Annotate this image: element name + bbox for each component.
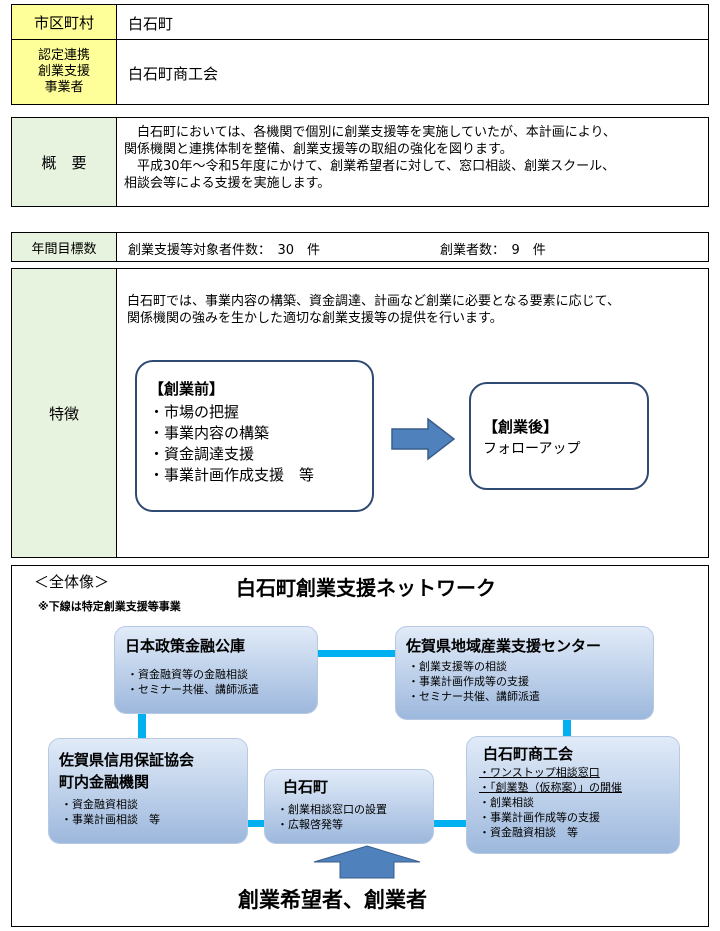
- before-founding-item: ・市場の把握: [149, 403, 240, 421]
- node-jfc-item: ・資金融資等の金融相談: [127, 668, 248, 681]
- overview-line: 白石町においては、各機関で個別に創業支援等を実施していたが、本計画により、: [124, 125, 616, 140]
- node-credit-item: ・事業計画相談 等: [61, 813, 160, 826]
- right-arrow-icon: [391, 417, 456, 461]
- node-chamber-item: ・事業計画作成等の支援: [479, 811, 600, 824]
- features-table: 特徴 白石町では、事業内容の構築、資金調達、計画など創業に必要となる要素に応じて…: [11, 268, 709, 558]
- node-chamber: 白石町商工会 ・ワンストップ相談窓口 ・「創業塾（仮称案）」の開催 ・創業相談 …: [466, 736, 680, 854]
- node-chamber-item-school: ・「創業塾（仮称案）」の開催: [479, 781, 622, 794]
- connector-jfc-center: [314, 650, 398, 657]
- partner-value: 白石町商工会: [128, 65, 219, 83]
- overview-line: 関係機関と連携体制を整備、創業支援等の取組の強化を図ります。: [124, 142, 513, 157]
- node-saga-center-item: ・事業計画作成等の支援: [408, 675, 529, 688]
- node-chamber-title: 白石町商工会: [483, 745, 574, 763]
- before-founding-box: 【創業前】 ・市場の把握 ・事業内容の構築 ・資金調達支援 ・事業計画作成支援 …: [135, 360, 374, 512]
- node-chamber-item: ・創業相談: [479, 796, 534, 809]
- after-founding-title: 【創業後】: [483, 418, 559, 436]
- targets-table: 年間目標数 創業支援等対象者件数： 30 件 創業者数： 9 件: [11, 232, 709, 262]
- overview-table: 概 要 白石町においては、各機関で個別に創業支援等を実施していたが、本計画により…: [11, 117, 709, 207]
- before-founding-item: ・資金調達支援: [149, 445, 255, 463]
- node-saga-center-title: 佐賀県地域産業支援センター: [406, 637, 602, 655]
- connector-credit-town: [247, 820, 265, 827]
- node-credit-item: ・資金融資相談: [61, 798, 138, 811]
- after-founding-item: フォローアップ: [483, 441, 581, 457]
- network-footer: 創業希望者、創業者: [238, 888, 427, 912]
- node-jfc-title: 日本政策金融公庫: [125, 637, 246, 655]
- node-jfc: 日本政策金融公庫 ・資金融資等の金融相談 ・セミナー共催、講師派遣: [114, 626, 318, 714]
- connector-center-chamber: [563, 719, 571, 743]
- overview-line: 平成30年～令和5年度にかけて、創業希望者に対して、窓口相談、創業スクール、: [124, 159, 616, 174]
- up-arrow-icon: [313, 845, 421, 879]
- node-jfc-item: ・セミナー共催、講師派遣: [127, 683, 259, 696]
- node-town-item: ・創業相談窓口の設置: [277, 803, 387, 816]
- network-panel: ＜全体像＞ 白石町創業支援ネットワーク ※下線は特定創業支援等事業 日本政策金融…: [11, 565, 709, 927]
- before-founding-item: ・事業計画作成支援 等: [149, 466, 315, 484]
- node-credit-title: 佐賀県信用保証協会: [59, 751, 195, 769]
- overview-text: 白石町においては、各機関で個別に創業支援等を実施していたが、本計画により、 関係…: [124, 124, 704, 192]
- node-credit: 佐賀県信用保証協会 町内金融機関 ・資金融資相談 ・事業計画相談 等: [48, 738, 248, 844]
- node-credit-subtitle: 町内金融機関: [59, 773, 150, 791]
- overview-label: 概 要: [12, 118, 116, 206]
- partner-label: 認定連携 創業支援 事業者: [12, 40, 116, 104]
- network-title: 白石町創業支援ネットワーク: [236, 576, 496, 600]
- before-founding-item: ・事業内容の構築: [149, 424, 270, 442]
- info-table: 市区町村 白石町 認定連携 創業支援 事業者 白石町商工会: [11, 4, 709, 105]
- after-founding-box: 【創業後】 フォローアップ: [469, 382, 649, 490]
- node-town: 白石町 ・創業相談窓口の設置 ・広報啓発等: [264, 769, 434, 844]
- node-town-title: 白石町: [283, 778, 329, 796]
- node-saga-center: 佐賀県地域産業支援センター ・創業支援等の相談 ・事業計画作成等の支援 ・セミナ…: [395, 626, 654, 720]
- connector-jfc-credit: [138, 713, 146, 743]
- connector-town-chamber: [432, 820, 468, 827]
- before-founding-title: 【創業前】: [149, 380, 225, 398]
- underline-note: ※下線は特定創業支援等事業: [38, 600, 181, 613]
- features-line: 白石町では、事業内容の構築、資金調達、計画など創業に必要となる要素に応じて、: [127, 294, 620, 309]
- targets-founder-count: 創業者数： 9 件: [440, 243, 546, 258]
- municipality-value: 白石町: [128, 15, 174, 33]
- overview-line: 相談会等による支援を実施します。: [124, 176, 331, 191]
- node-town-item: ・広報啓発等: [277, 818, 343, 831]
- municipality-label: 市区町村: [12, 5, 116, 39]
- node-chamber-item: ・資金融資相談 等: [479, 826, 578, 839]
- overview-heading: ＜全体像＞: [34, 573, 110, 591]
- targets-label: 年間目標数: [12, 233, 116, 261]
- features-label: 特徴: [12, 269, 116, 557]
- targets-support-count: 創業支援等対象者件数： 30 件: [128, 243, 321, 258]
- node-saga-center-item: ・創業支援等の相談: [408, 660, 507, 673]
- features-text: 白石町では、事業内容の構築、資金調達、計画など創業に必要となる要素に応じて、 関…: [127, 293, 707, 327]
- node-saga-center-item: ・セミナー共催、講師派遣: [408, 690, 540, 703]
- features-line: 関係機関の強みを生かした適切な創業支援等の提供を行います。: [127, 311, 503, 326]
- node-chamber-item-onestop: ・ワンストップ相談窓口: [479, 766, 600, 779]
